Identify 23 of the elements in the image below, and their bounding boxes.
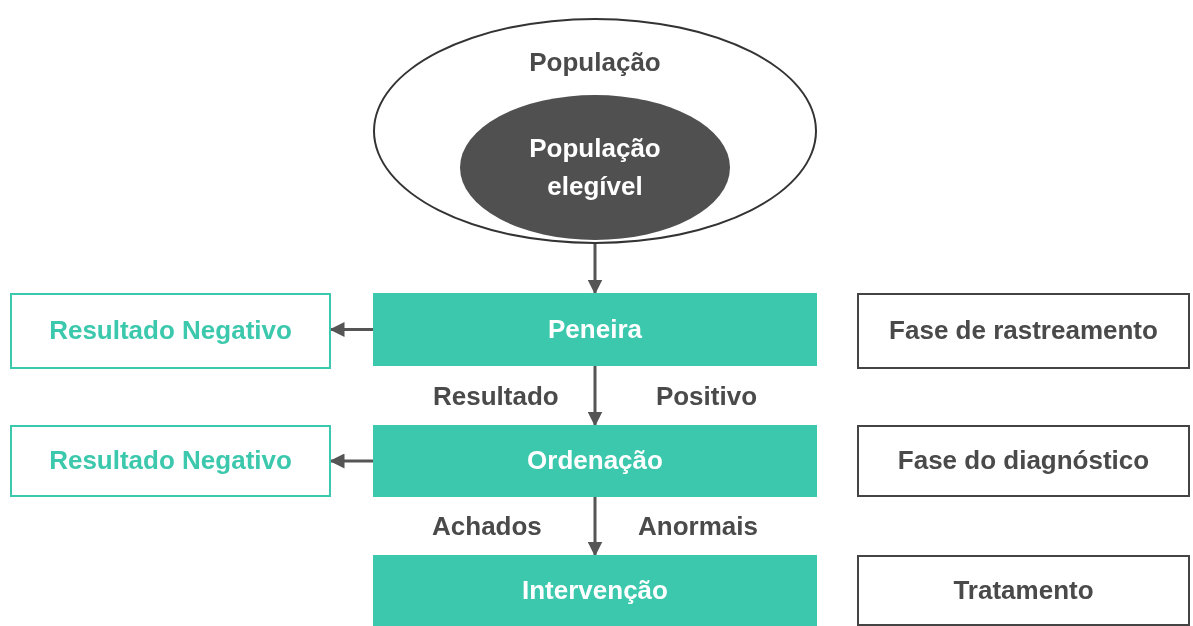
result-box [10, 293, 331, 369]
process-box [373, 425, 817, 497]
phase-box [857, 293, 1190, 369]
arrow [587, 497, 603, 557]
node-label: População elegível [528, 131, 662, 203]
process-box [373, 555, 817, 626]
node-label: Fase de rastreamento [889, 314, 1158, 348]
node-label: Fase do diagnóstico [897, 444, 1150, 478]
arrow [587, 244, 603, 295]
process-box [373, 293, 817, 366]
node-label: Intervenção [522, 573, 668, 607]
node-label: Peneira [548, 312, 642, 346]
node-label: Resultado Negativo [49, 314, 292, 348]
phase-box [857, 425, 1190, 497]
node-label: Tratamento [953, 573, 1094, 607]
node-label: População [529, 46, 661, 79]
edge-label: Resultado Positivo [433, 380, 757, 411]
node-label: Resultado Negativo [49, 444, 292, 478]
result-box [10, 425, 331, 497]
phase-box [857, 555, 1190, 626]
arrow [587, 366, 603, 427]
node-label: Ordenação [527, 444, 663, 478]
edge-label: Achados Anormais [432, 510, 758, 542]
